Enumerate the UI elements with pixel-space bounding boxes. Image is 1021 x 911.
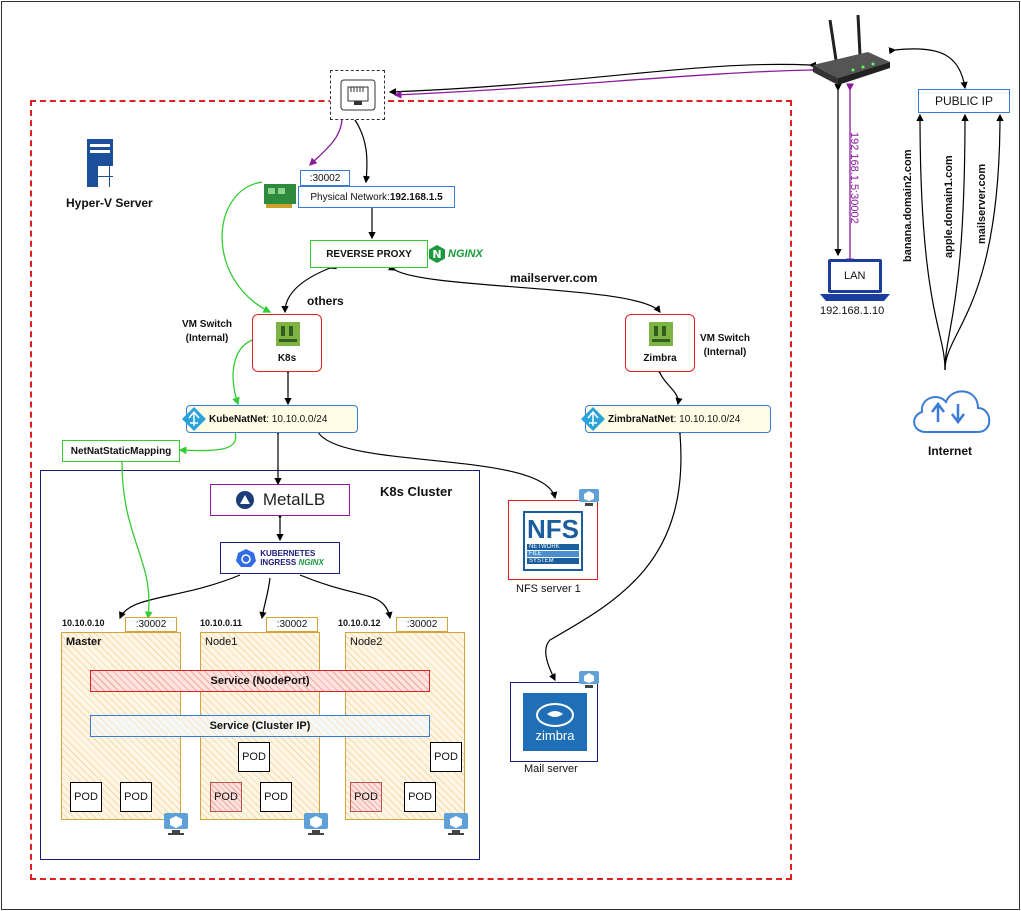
public-ip-box: PUBLIC IP [918,89,1010,113]
physical-network-ip: 192.168.1.5 [389,191,443,203]
svg-text:N: N [432,248,441,261]
domain-label-mailserver: mailserver.com [976,163,988,244]
kubenat-box: KubeNatNet: 10.10.0.0/24 [182,405,358,433]
node-port-master: :30002 [125,617,177,632]
node-port-node2: :30002 [396,617,448,632]
domain-label-banana: banana.domain2.com [902,149,914,262]
nfs-sub2: FILE [527,551,579,557]
nginx-logo-text: NGINX [448,248,483,260]
lan-ip-label: 192.168.1.10 [820,305,885,317]
kubenat-name: KubeNatNet [209,413,267,425]
router-icon [808,10,893,85]
service-nodeport-bar: Service (NodePort) [90,670,430,692]
zimbra-vm-box: Zimbra [625,314,695,372]
nfs-sub3: SYSTEM [527,558,579,564]
physical-port-tag: :30002 [300,170,350,186]
netnat-static-mapping-box: NetNatStaticMapping [62,440,180,462]
lan-link-label: 192.168.1.5:30002 [848,132,860,224]
vm-icon [578,488,600,508]
ingress-logo: NGINX [298,558,324,567]
edge-label-others: others [307,294,344,308]
kubernetes-wheel-icon [236,549,257,567]
hyperv-boundary [30,100,792,880]
zimbra-vm-switch-label: VM Switch (Internal) [700,333,751,358]
pod-node2-2: POD [430,742,462,772]
kubenat-cidr: : 10.10.0.0/24 [266,413,328,425]
k8s-vm-box: K8s [252,314,322,372]
internet-label: Internet [928,444,973,458]
node-ip-node1: 10.10.0.11 [200,618,243,628]
nfs-big-text: NFS [527,514,579,544]
ethernet-port-icon [330,70,385,120]
physical-network-box: Physical Network: 192.168.1.5 [298,186,455,208]
vm-icon [163,812,189,836]
pod-node1-1: POD [210,782,242,812]
k8s-cluster-boundary [40,470,480,860]
metallb-label: MetalLB [262,490,326,509]
network-switch-icon [182,407,206,431]
k8s-vm-switch-label: VM Switch (Internal) [182,319,233,344]
vm-icon [443,812,469,836]
zimbranat-cidr: : 10.10.10.0/24 [673,413,741,425]
pod-master-2: POD [120,782,152,812]
lan-label: LAN [844,270,866,282]
vm-icon [578,670,600,690]
hyperv-label: Hyper-V Server [66,196,153,210]
zimbranat-box: ZimbraNatNet: 10.10.10.0/24 [581,405,771,433]
network-switch-icon [581,407,605,431]
node-ip-node2: 10.10.0.12 [338,618,381,628]
nfs-server-label: NFS server 1 [516,583,581,595]
internet-cloud-icon [908,380,994,438]
lan-laptop-icon: LAN [820,258,890,302]
metallb-box: MetalLB [210,484,350,516]
physical-network-label: Physical Network: [310,191,390,203]
nginx-logo: N NGINX [428,244,483,264]
pod-node2-3: POD [404,782,436,812]
mail-server-box: zimbra [510,682,598,762]
zimbra-logo-text: zimbra [535,727,575,743]
ingress-nginx-box: KUBERNETES INGRESS NGINX [220,542,340,574]
pod-node2-1: POD [350,782,382,812]
reverse-proxy-box: REVERSE PROXY [310,240,428,268]
pod-node1-3: POD [260,782,292,812]
metallb-icon [235,491,254,509]
pod-node1-2: POD [238,742,270,772]
edge-label-mailserver: mailserver.com [510,271,598,285]
zimbra-logo-icon [536,702,574,727]
hyperv-server-icon [86,138,124,190]
nic-card-icon [262,180,300,210]
zimbranat-name: ZimbraNatNet [608,413,674,425]
ingress-line1: KUBERNETES [260,549,316,558]
node-ip-master: 10.10.0.10 [62,618,105,628]
service-clusterip-bar: Service (Cluster IP) [90,715,430,737]
node-master-label: Master [66,636,102,648]
zimbra-vm-label: Zimbra [643,353,677,364]
domain-label-apple: apple.domain1.com [943,155,955,258]
node-node2-label: Node2 [350,636,383,648]
node-node1-label: Node1 [205,636,238,648]
ingress-line2: INGRESS [260,558,297,567]
k8s-vm-label: K8s [277,353,297,364]
vm-icon [303,812,329,836]
nfs-server-box: NFS NETWORK FILE SYSTEM [508,500,598,580]
mail-server-label: Mail server [524,763,578,775]
pod-master-1: POD [70,782,102,812]
nfs-sub1: NETWORK [527,544,579,550]
node-port-node1: :30002 [266,617,318,632]
